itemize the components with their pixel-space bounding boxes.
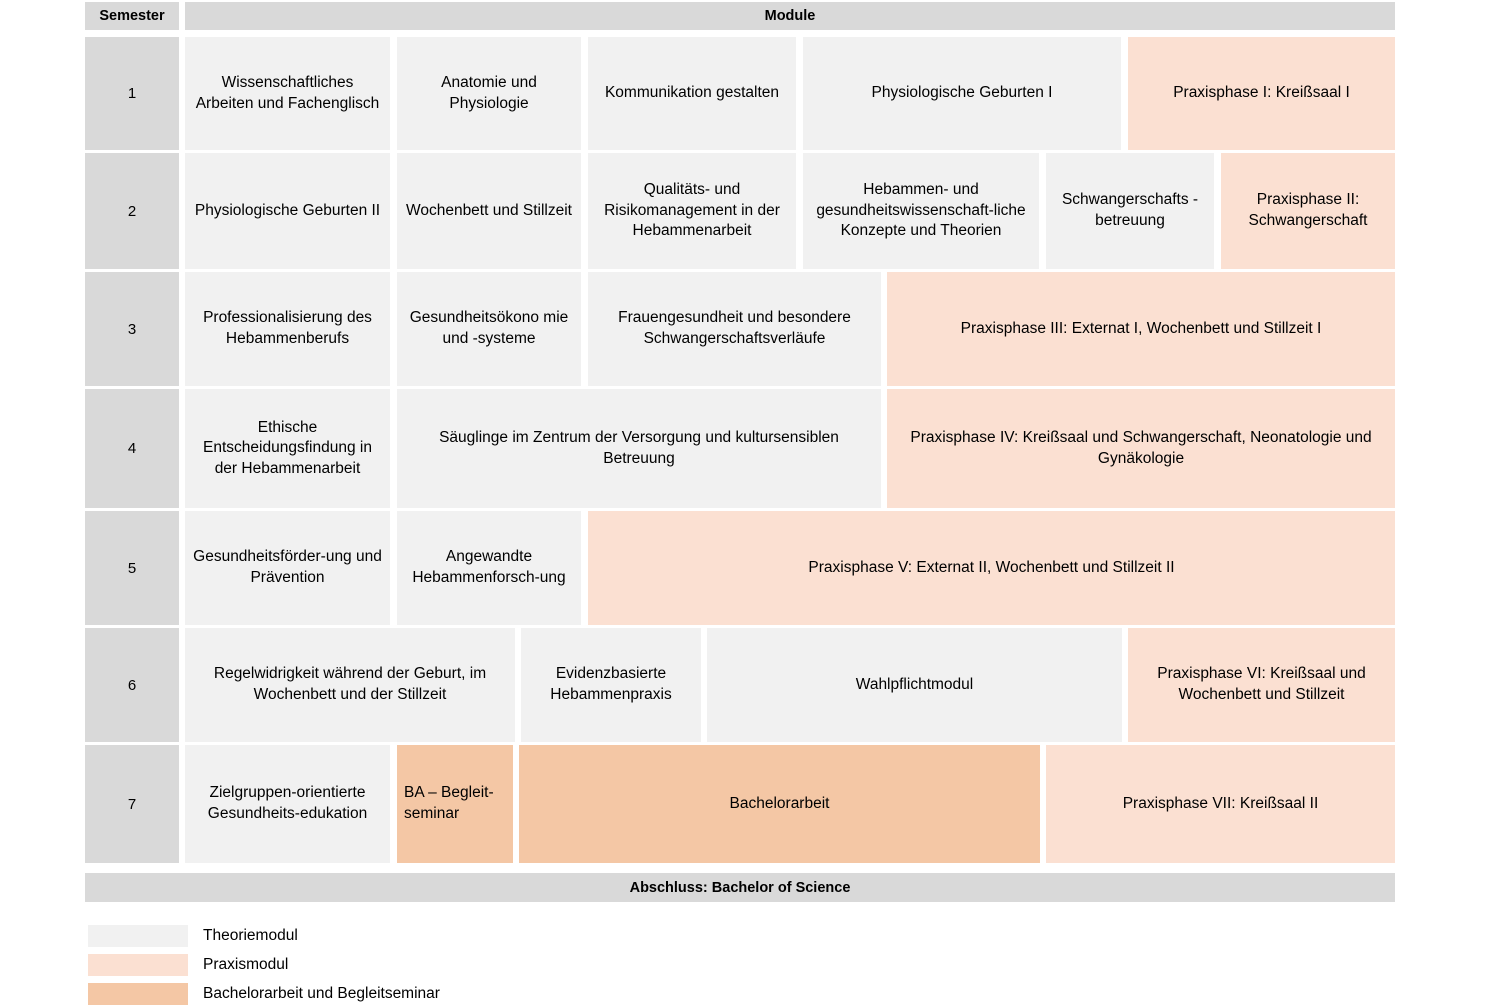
module-cell[interactable]: Regelwidrigkeit während der Geburt, im W…	[185, 628, 515, 742]
module-label: Wissenschaftliches Arbeiten und Fachengl…	[195, 73, 380, 112]
module-label: Evidenzbasierte Hebammenpraxis	[550, 665, 672, 703]
legend-label-theorie: Theoriemodul	[203, 927, 298, 944]
module-cell[interactable]: BA – Begleit-seminar	[397, 745, 513, 863]
module-label: Frauengesundheit und besondere Schwanger…	[618, 309, 851, 347]
module-label: Säuglinge im Zentrum der Versorgung und …	[439, 428, 839, 467]
module-label: Bachelorarbeit	[729, 794, 830, 812]
module-label: Professionalisierung des Hebammenberufs	[203, 309, 372, 347]
module-cell[interactable]: Wissenschaftliches Arbeiten und Fachengl…	[185, 37, 390, 150]
module-cell[interactable]: Gesundheitsökono mie und -systeme	[397, 272, 581, 386]
module-cell[interactable]: Gesundheitsförder-ung und Prävention	[185, 511, 390, 625]
module-cell[interactable]: Praxisphase IV: Kreißsaal und Schwangers…	[887, 389, 1395, 508]
semester-number-4: 4	[85, 389, 179, 508]
module-cell[interactable]: Praxisphase VII: Kreißsaal II	[1046, 745, 1395, 863]
module-label: BA – Begleit-seminar	[404, 784, 494, 822]
semester-number-3: 3	[85, 272, 179, 386]
header-module: Module	[185, 2, 1395, 30]
module-label: Physiologische Geburten I	[871, 84, 1053, 102]
legend-label-praxis: Praxismodul	[203, 956, 289, 973]
module-cell[interactable]: Angewandte Hebammenforsch-ung	[397, 511, 581, 625]
module-label: Praxisphase I: Kreißsaal I	[1173, 84, 1350, 102]
module-label: Zielgruppen-orientierte Gesundheits-eduk…	[207, 784, 368, 822]
module-label: Praxisphase II: Schwangerschaft	[1248, 191, 1368, 229]
module-cell[interactable]: Säuglinge im Zentrum der Versorgung und …	[397, 389, 881, 508]
module-cell[interactable]: Wochenbett und Stillzeit	[397, 153, 581, 269]
module-label: Praxisphase III: Externat I, Wochenbett …	[960, 319, 1322, 337]
module-label: Praxisphase VII: Kreißsaal II	[1122, 794, 1319, 812]
semester-number-2: 2	[85, 153, 179, 269]
module-cell[interactable]: Professionalisierung des Hebammenberufs	[185, 272, 390, 386]
abschluss-bar: Abschluss: Bachelor of Science	[85, 873, 1395, 902]
module-label: Kommunikation gestalten	[604, 84, 780, 102]
module-cell[interactable]: Schwangerschafts -betreuung	[1046, 153, 1214, 269]
module-label: Gesundheitsökono mie und -systeme	[409, 309, 569, 347]
module-cell[interactable]: Praxisphase III: Externat I, Wochenbett …	[887, 272, 1395, 386]
module-cell[interactable]: Kommunikation gestalten	[588, 37, 796, 150]
module-label: Wahlpflichtmodul	[855, 675, 974, 693]
semester-number-7: 7	[85, 745, 179, 863]
module-cell[interactable]: Hebammen- und gesundheitswissenschaft-li…	[803, 153, 1039, 269]
legend-swatch-praxis	[88, 954, 188, 976]
module-cell[interactable]: Praxisphase VI: Kreißsaal und Wochenbett…	[1128, 628, 1395, 742]
module-cell[interactable]: Wahlpflichtmodul	[707, 628, 1122, 742]
module-cell[interactable]: Physiologische Geburten II	[185, 153, 390, 269]
module-label: Anatomie und Physiologie	[441, 73, 537, 112]
module-cell[interactable]: Zielgruppen-orientierte Gesundheits-eduk…	[185, 745, 390, 863]
module-cell[interactable]: Qualitäts- und Risikomanagement in der H…	[588, 153, 796, 269]
module-cell[interactable]: Physiologische Geburten I	[803, 37, 1121, 150]
legend-swatch-bachelorarbeit	[88, 983, 188, 1005]
header-semester: Semester	[85, 2, 179, 30]
module-cell[interactable]: Frauengesundheit und besondere Schwanger…	[588, 272, 881, 386]
module-label: Praxisphase IV: Kreißsaal und Schwangers…	[910, 428, 1372, 467]
module-label: Praxisphase VI: Kreißsaal und Wochenbett…	[1157, 665, 1366, 703]
module-label: Gesundheitsförder-ung und Prävention	[193, 548, 382, 586]
module-label: Ethische Entscheidungsfindung in der Heb…	[203, 418, 372, 477]
module-cell[interactable]: Evidenzbasierte Hebammenpraxis	[521, 628, 701, 742]
module-cell[interactable]: Anatomie und Physiologie	[397, 37, 581, 150]
module-cell[interactable]: Praxisphase I: Kreißsaal I	[1128, 37, 1395, 150]
legend-label-bachelorarbeit: Bachelorarbeit und Begleitseminar	[203, 985, 440, 1002]
module-cell[interactable]: Praxisphase V: Externat II, Wochenbett u…	[588, 511, 1395, 625]
module-label: Regelwidrigkeit während der Geburt, im W…	[213, 665, 487, 703]
module-label: Physiologische Geburten II	[194, 201, 381, 219]
module-cell[interactable]: Ethische Entscheidungsfindung in der Heb…	[185, 389, 390, 508]
module-label: Wochenbett und Stillzeit	[405, 201, 572, 219]
module-label: Hebammen- und gesundheitswissenschaft-li…	[816, 181, 1026, 240]
module-cell[interactable]: Bachelorarbeit	[519, 745, 1040, 863]
semester-number-6: 6	[85, 628, 179, 742]
module-cell[interactable]: Praxisphase II: Schwangerschaft	[1221, 153, 1395, 269]
module-label: Praxisphase V: Externat II, Wochenbett u…	[808, 558, 1175, 576]
semester-number-5: 5	[85, 511, 179, 625]
semester-number-1: 1	[85, 37, 179, 150]
module-label: Angewandte Hebammenforsch-ung	[412, 548, 566, 586]
module-label: Schwangerschafts -betreuung	[1061, 191, 1199, 229]
module-label: Qualitäts- und Risikomanagement in der H…	[604, 181, 780, 240]
legend-swatch-theorie	[88, 925, 188, 947]
